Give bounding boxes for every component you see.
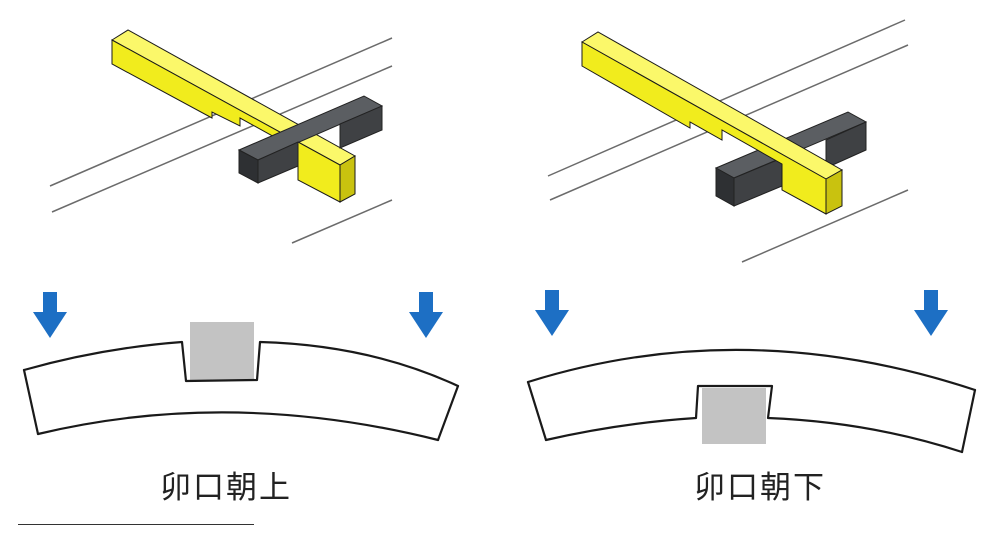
rail-line — [51, 65, 393, 213]
dark-block-front — [339, 105, 383, 149]
notch-block — [702, 388, 766, 444]
beam-right-end — [960, 388, 977, 454]
right-3d-joint — [547, 19, 909, 263]
down-arrow-icon — [914, 290, 948, 336]
yellow-beam-front — [581, 41, 827, 215]
rail-line — [547, 19, 906, 177]
caption-notch-down: 卯口朝下 — [694, 470, 826, 506]
footnote-divider — [18, 524, 254, 525]
down-arrow-icon — [535, 290, 569, 336]
caption-notch-up: 卯口朝上 — [160, 470, 292, 506]
beam-top-edge — [22, 340, 460, 388]
notch-block — [190, 322, 254, 380]
yellow-beam-top — [581, 31, 844, 180]
yellow-beam-end — [825, 169, 843, 215]
beam-left-end — [526, 380, 548, 442]
rail-line — [291, 199, 393, 244]
dark-block-front — [257, 141, 299, 184]
left-3d-joint — [49, 29, 393, 244]
beam-right-end — [436, 384, 460, 442]
left-bending-beam — [22, 292, 460, 442]
dark-block-front — [825, 121, 867, 169]
beam-left-end — [22, 368, 40, 436]
down-arrow-icon — [409, 292, 443, 338]
yellow-beam-end — [339, 155, 356, 203]
beam-bottom-edge — [544, 384, 964, 454]
beam-top-edge — [526, 348, 977, 392]
rail-line — [741, 189, 909, 263]
down-arrow-icon — [33, 292, 67, 338]
beam-bottom-edge — [36, 411, 440, 442]
right-bending-beam — [526, 290, 977, 454]
